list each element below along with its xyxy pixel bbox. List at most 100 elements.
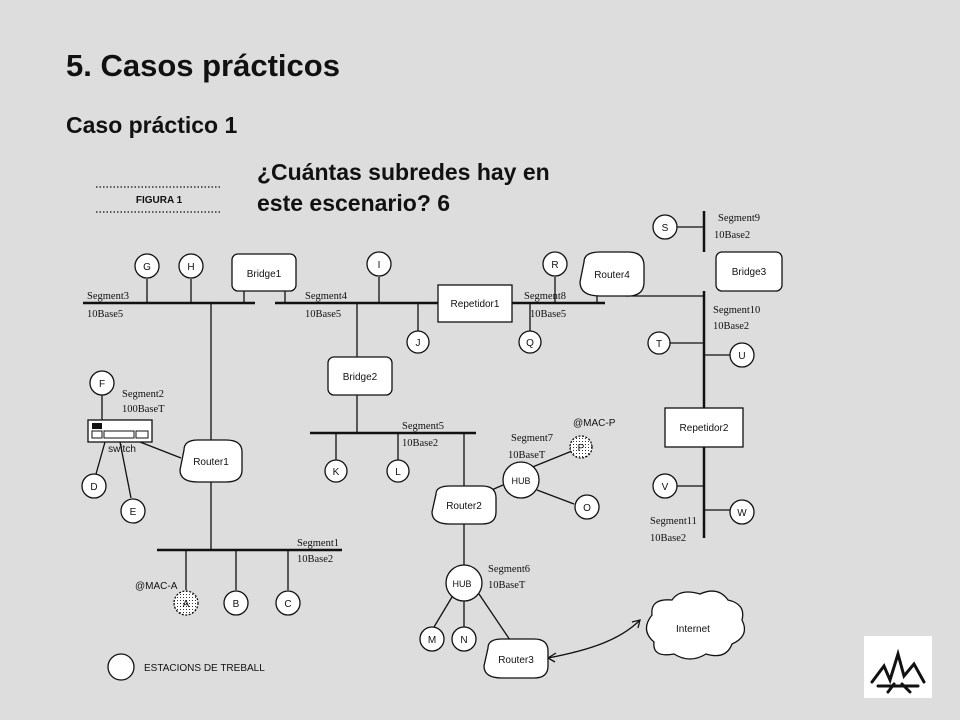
switch-station-e-link [119, 441, 132, 499]
station-h-label: H [187, 262, 194, 273]
station-j [406, 330, 430, 354]
station-s-label: S [662, 223, 669, 234]
station-b [223, 590, 249, 616]
hub7-station-p-link [529, 450, 573, 469]
station-t-label: T [656, 339, 662, 350]
switch-label: switch [108, 444, 136, 455]
segment1-name: Segment1 [297, 538, 339, 549]
station-u-label: U [738, 351, 745, 362]
segment3-name: Segment3 [87, 291, 129, 302]
router3-shape [483, 638, 549, 679]
repetidor2-box [664, 407, 744, 448]
bridge2-label: Bridge2 [343, 372, 378, 383]
switch-port-2 [135, 430, 149, 439]
station-k [324, 459, 348, 483]
router3-label: Router3 [498, 655, 534, 666]
segment7-name: Segment7 [511, 433, 553, 444]
station-l-label: L [395, 467, 401, 478]
repetidor2-label: Repetidor2 [680, 423, 729, 434]
station-p [569, 435, 593, 459]
segment2-name: Segment2 [122, 389, 164, 400]
bridge3-label: Bridge3 [732, 267, 767, 278]
station-u [729, 342, 755, 368]
segment6-type: 10BaseT [488, 580, 526, 591]
station-f [89, 370, 115, 396]
segment7-type: 10BaseT [508, 450, 546, 461]
station-r [542, 251, 568, 277]
station-n [451, 626, 477, 652]
segment11-type: 10Base2 [650, 533, 686, 544]
segment5-name: Segment5 [402, 421, 444, 432]
hub6-shape [445, 564, 483, 602]
question-text: ¿Cuántas subredes hay en este escenario?… [257, 157, 550, 219]
repetidor1-label: Repetidor1 [451, 299, 500, 310]
segment11-name: Segment11 [650, 516, 697, 527]
router1-shape [179, 439, 243, 483]
router4-label: Router4 [594, 270, 630, 281]
university-logo [864, 636, 932, 698]
station-t [647, 331, 671, 355]
switch-port-1 [91, 430, 103, 439]
question-line-1: ¿Cuántas subredes hay en [257, 159, 550, 185]
router2-shape [431, 485, 497, 525]
station-q-label: Q [526, 338, 534, 349]
switch-port-group [103, 430, 135, 439]
station-n-label: N [460, 635, 467, 646]
station-g-label: G [143, 262, 151, 273]
station-a [173, 590, 199, 616]
station-p-label: P [578, 443, 585, 454]
repetidor1-box [437, 284, 513, 323]
station-v [652, 473, 678, 499]
mac-a-label: @MAC-A [135, 581, 178, 592]
arrow-head-internet [631, 619, 641, 629]
station-l [386, 459, 410, 483]
station-k-label: K [333, 467, 340, 478]
segment10-name: Segment10 [713, 305, 760, 316]
page-subtitle: Caso práctico 1 [66, 112, 238, 138]
station-e [120, 498, 146, 524]
station-b-label: B [233, 599, 240, 610]
station-c [275, 590, 301, 616]
bridge1-label: Bridge1 [247, 269, 282, 280]
hub6-station-m-link [433, 596, 453, 628]
bridge2-box [327, 356, 393, 396]
station-g [134, 253, 160, 279]
station-i-label: I [378, 260, 381, 271]
legend-station-symbol [107, 653, 135, 681]
router1-label: Router1 [193, 457, 229, 468]
station-f-label: F [99, 379, 105, 390]
question-line-2: este escenario? 6 [257, 190, 451, 216]
segment8-type: 10Base5 [530, 309, 566, 320]
station-v-label: V [662, 482, 669, 493]
station-o [574, 494, 600, 520]
hub7-shape [502, 461, 540, 499]
segment4-name: Segment4 [305, 291, 348, 302]
segment4-type: 10Base5 [305, 309, 341, 320]
legend-label: ESTACIONS DE TREBALL [144, 663, 265, 674]
station-e-label: E [130, 507, 137, 518]
segment10-type: 10Base2 [713, 321, 749, 332]
internet-label: Internet [676, 624, 710, 635]
segment2-type: 100BaseT [122, 404, 165, 415]
logo-icon [870, 648, 926, 694]
station-d [81, 473, 107, 499]
station-m-label: M [428, 635, 436, 646]
station-s [652, 214, 678, 240]
segment1-type: 10Base2 [297, 554, 333, 565]
switch-router1-link [139, 441, 182, 459]
station-m [419, 626, 445, 652]
station-q [518, 330, 542, 354]
hub6-label: HUB [452, 579, 471, 589]
hub7-label: HUB [511, 476, 530, 486]
switch-status-led [92, 423, 102, 429]
station-h [178, 253, 204, 279]
segment9-name: Segment9 [718, 213, 760, 224]
station-a-label: A [183, 599, 190, 610]
segment6-name: Segment6 [488, 564, 530, 575]
segment3-type: 10Base5 [87, 309, 123, 320]
segment9-type: 10Base2 [714, 230, 750, 241]
segment5-type: 10Base2 [402, 438, 438, 449]
router2-label: Router2 [446, 501, 482, 512]
figure-label-frame [96, 186, 222, 213]
station-w-label: W [737, 508, 747, 519]
